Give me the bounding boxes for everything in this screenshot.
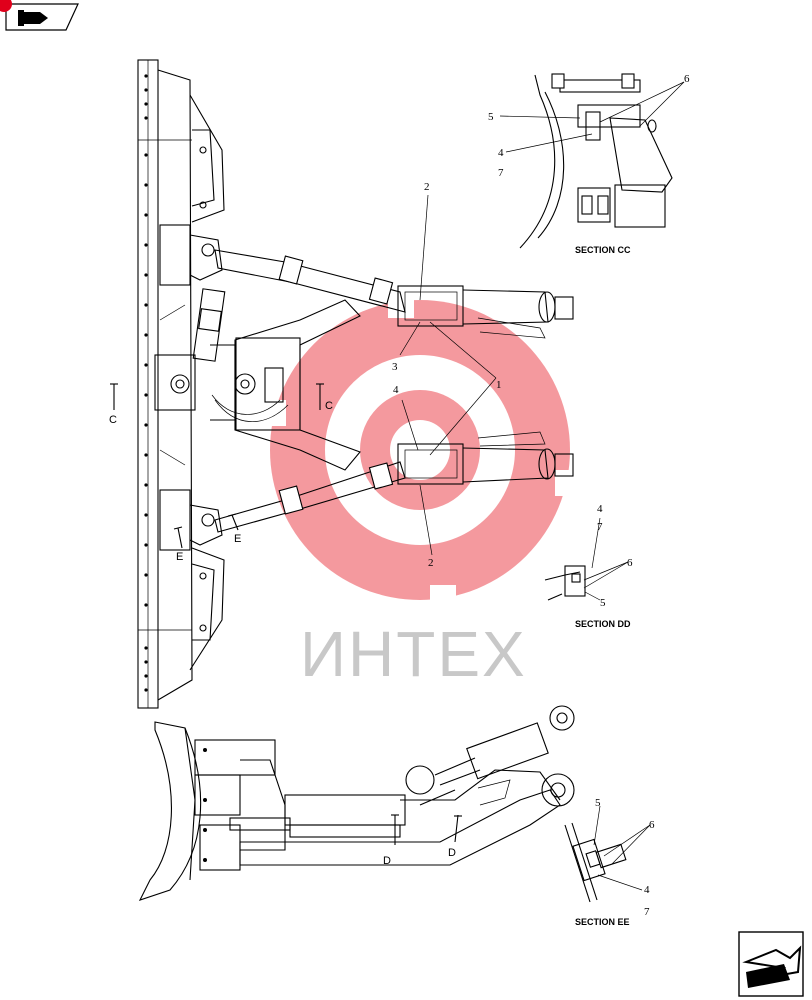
cc-callout-5: 5 xyxy=(488,111,494,123)
callout-1: 1 xyxy=(496,379,502,391)
cut-mark-c-left: C xyxy=(109,414,117,426)
section-ee-label: SECTION EE xyxy=(575,917,630,927)
cut-mark-c-right: C xyxy=(325,400,333,412)
back-to-catalog-button[interactable] xyxy=(5,3,79,31)
blade-side-view: D D xyxy=(138,705,575,901)
ee-callout-6: 6 xyxy=(649,819,655,831)
section-cut-marks: C C E E xyxy=(109,383,333,563)
callouts-top-view: 2 3 4 1 2 xyxy=(392,181,502,569)
section-cc-label: SECTION CC xyxy=(575,245,631,255)
cut-mark-e-left: E xyxy=(176,551,183,563)
watermark-text: ИНТЕХ xyxy=(300,618,527,690)
book-arrow-icon xyxy=(18,10,48,26)
ee-callout-7: 7 xyxy=(644,906,650,918)
dd-callout-4: 4 xyxy=(597,503,603,515)
callout-2-top: 2 xyxy=(424,181,430,193)
cc-callout-6: 6 xyxy=(684,73,690,85)
cut-mark-e-right: E xyxy=(234,533,241,545)
cc-callout-4: 4 xyxy=(498,147,504,159)
blade-top-view xyxy=(137,59,225,709)
cut-mark-d-left: D xyxy=(383,855,391,867)
ee-callout-5: 5 xyxy=(595,797,601,809)
ee-callout-4: 4 xyxy=(644,884,650,896)
section-ee-view: 5 6 4 7 SECTION EE xyxy=(564,797,655,927)
callout-2-bottom: 2 xyxy=(428,557,434,569)
cut-mark-d-right: D xyxy=(448,847,456,859)
section-dd-view: 4 7 6 5 SECTION DD xyxy=(544,503,633,629)
section-dd-label: SECTION DD xyxy=(575,619,631,629)
dd-callout-5: 5 xyxy=(600,597,606,609)
accent-marker xyxy=(0,0,12,12)
callout-3: 3 xyxy=(392,361,398,373)
dd-callout-6: 6 xyxy=(627,557,633,569)
cc-callout-7: 7 xyxy=(498,167,504,179)
next-page-button[interactable] xyxy=(738,931,804,997)
page-forward-icon xyxy=(742,945,802,988)
watermark-logo xyxy=(256,290,585,611)
section-cc-view: 6 5 4 7 SECTION CC xyxy=(488,73,690,255)
callout-4: 4 xyxy=(393,384,399,396)
push-arms-top-view xyxy=(192,249,574,533)
dd-callout-7: 7 xyxy=(597,521,603,533)
